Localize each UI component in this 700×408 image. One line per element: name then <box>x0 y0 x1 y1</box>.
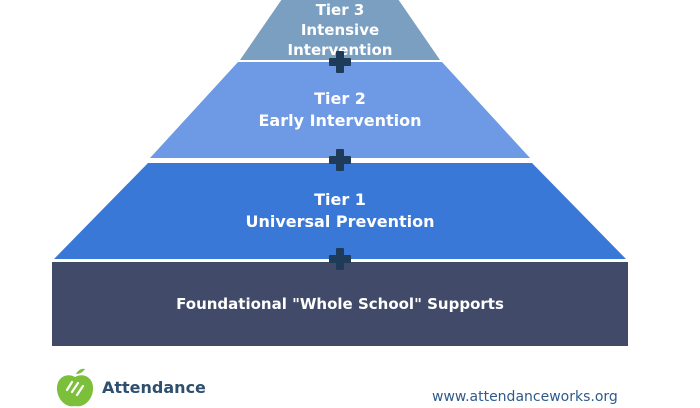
tier2-name: Early Intervention <box>258 111 422 130</box>
tier1-label: Tier 1 Universal Prevention <box>55 163 625 259</box>
brand-name: Attendance <box>102 378 206 397</box>
tier2-title: Tier 2 <box>314 89 366 108</box>
tier1-shape <box>54 163 626 259</box>
tier3-label: Tier 3 Intensive Intervention <box>240 0 440 60</box>
foundation-shape <box>52 262 628 346</box>
tier1-name: Universal Prevention <box>245 212 435 231</box>
tier2-shape <box>150 62 530 158</box>
foundation-label: Foundational "Whole School" Supports <box>52 262 628 346</box>
plus-icon <box>329 149 351 171</box>
tier3-name-line2: Intervention <box>287 41 393 59</box>
tier3-name-line1: Intensive <box>300 21 380 39</box>
tier1-title: Tier 1 <box>314 190 366 209</box>
tier3-title: Tier 3 <box>315 1 365 19</box>
foundation-text: Foundational "Whole School" Supports <box>176 295 504 313</box>
tier3-shape <box>240 0 440 60</box>
plus-icon <box>329 51 351 73</box>
tier2-label: Tier 2 Early Intervention <box>150 62 530 158</box>
plus-icon <box>329 248 351 270</box>
apple-logo-icon <box>56 368 94 407</box>
website-url[interactable]: www.attendanceworks.org <box>432 389 618 405</box>
